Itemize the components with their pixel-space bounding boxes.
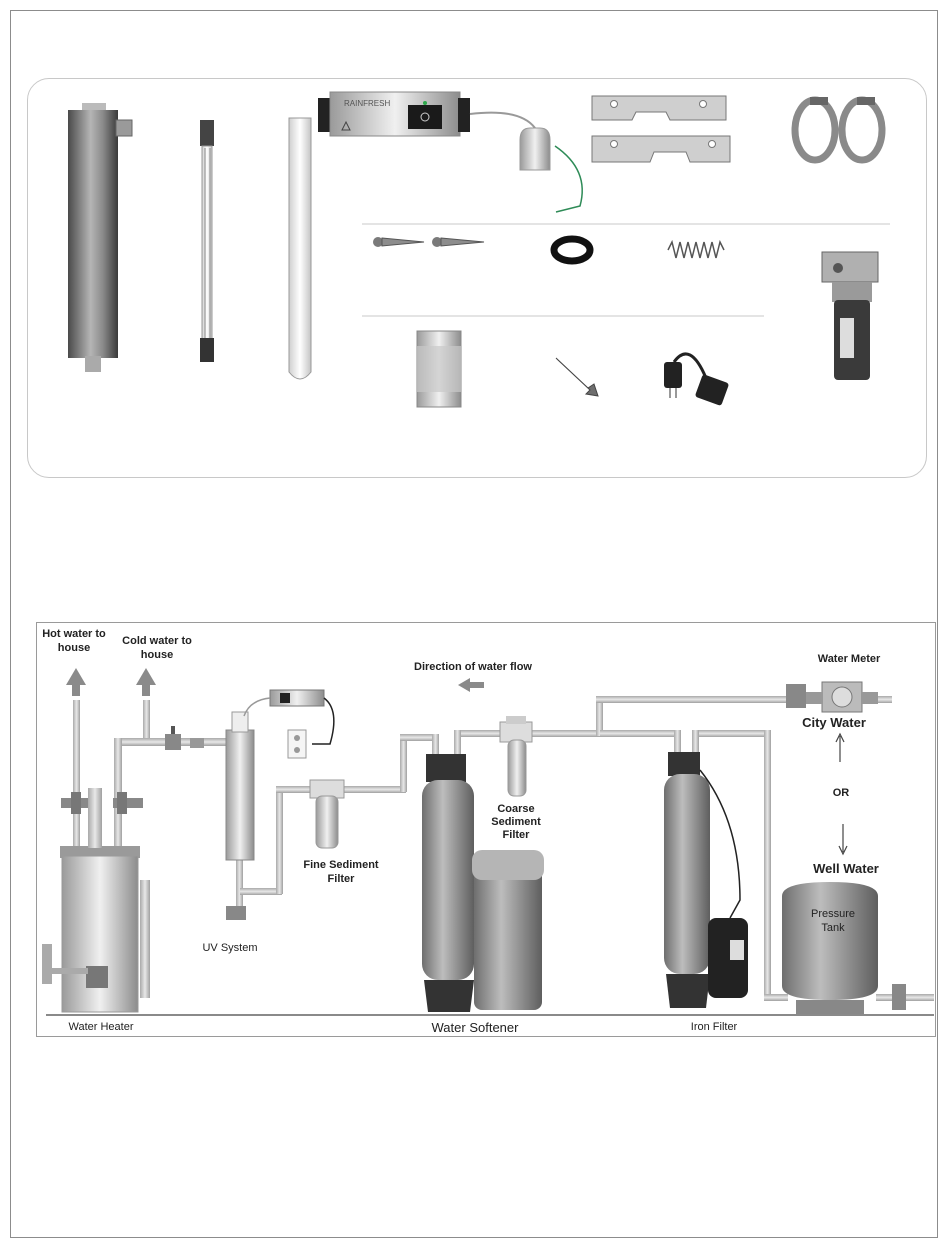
water-heater xyxy=(42,788,150,1012)
pressure-tank: Pressure Tank xyxy=(782,882,878,1014)
uv-system-label: UV System xyxy=(202,942,257,954)
power-cord-part xyxy=(664,354,729,406)
flow-direction-label: Direction of water flow xyxy=(414,661,532,673)
water-heater-label: Water Heater xyxy=(68,1021,133,1033)
cold-water-up-arrow xyxy=(136,668,156,696)
pressure-tank-label-line1: Pressure xyxy=(811,908,855,920)
prefilter-housing-part xyxy=(822,252,878,380)
city-water-label: City Water xyxy=(802,715,866,730)
uv-controller-part: RAINFRESH xyxy=(318,92,582,212)
or-label: OR xyxy=(833,787,850,799)
cold-water-label-line1: Cold water to xyxy=(122,635,192,647)
hot-water-label-line1: Hot water to xyxy=(42,628,106,640)
coupling-sleeve-part xyxy=(417,331,461,407)
o-ring-part xyxy=(554,239,590,261)
iron-filter xyxy=(664,752,748,1008)
uv-lamp-part xyxy=(200,120,214,362)
hot-water-label-line2: house xyxy=(58,642,90,654)
spring-part xyxy=(668,242,724,258)
fine-filter-label-line1: Fine Sediment xyxy=(303,859,379,871)
iron-filter-label: Iron Filter xyxy=(691,1021,738,1033)
coarse-sediment-filter xyxy=(500,716,532,796)
controller-brand-text: RAINFRESH xyxy=(344,99,390,108)
well-water-arrow xyxy=(839,824,847,854)
fine-filter-label-line2: Filter xyxy=(328,873,356,885)
water-meter-label: Water Meter xyxy=(818,653,881,665)
flow-direction-arrow xyxy=(458,678,484,692)
fine-sediment-filter xyxy=(310,780,344,848)
water-meter xyxy=(806,682,878,712)
well-water-label: Well Water xyxy=(813,861,879,876)
coarse-filter-label-line2: Sediment xyxy=(491,816,541,828)
cold-water-label-line2: house xyxy=(141,649,173,661)
water-softener-label: Water Softener xyxy=(432,1020,520,1035)
coarse-filter-label-line1: Coarse xyxy=(497,803,534,815)
coarse-filter-label-line3: Filter xyxy=(503,829,531,841)
mounting-brackets-part xyxy=(592,96,730,162)
uv-chamber-part xyxy=(68,103,132,372)
pressure-tank-label-line2: Tank xyxy=(821,922,845,934)
hose-clamps-part xyxy=(795,97,882,160)
mounting-screw-part xyxy=(556,358,598,396)
wood-screws-part xyxy=(373,237,484,247)
quartz-sleeve-part xyxy=(289,118,311,379)
city-water-arrow xyxy=(836,734,844,762)
hot-water-up-arrow xyxy=(66,668,86,696)
